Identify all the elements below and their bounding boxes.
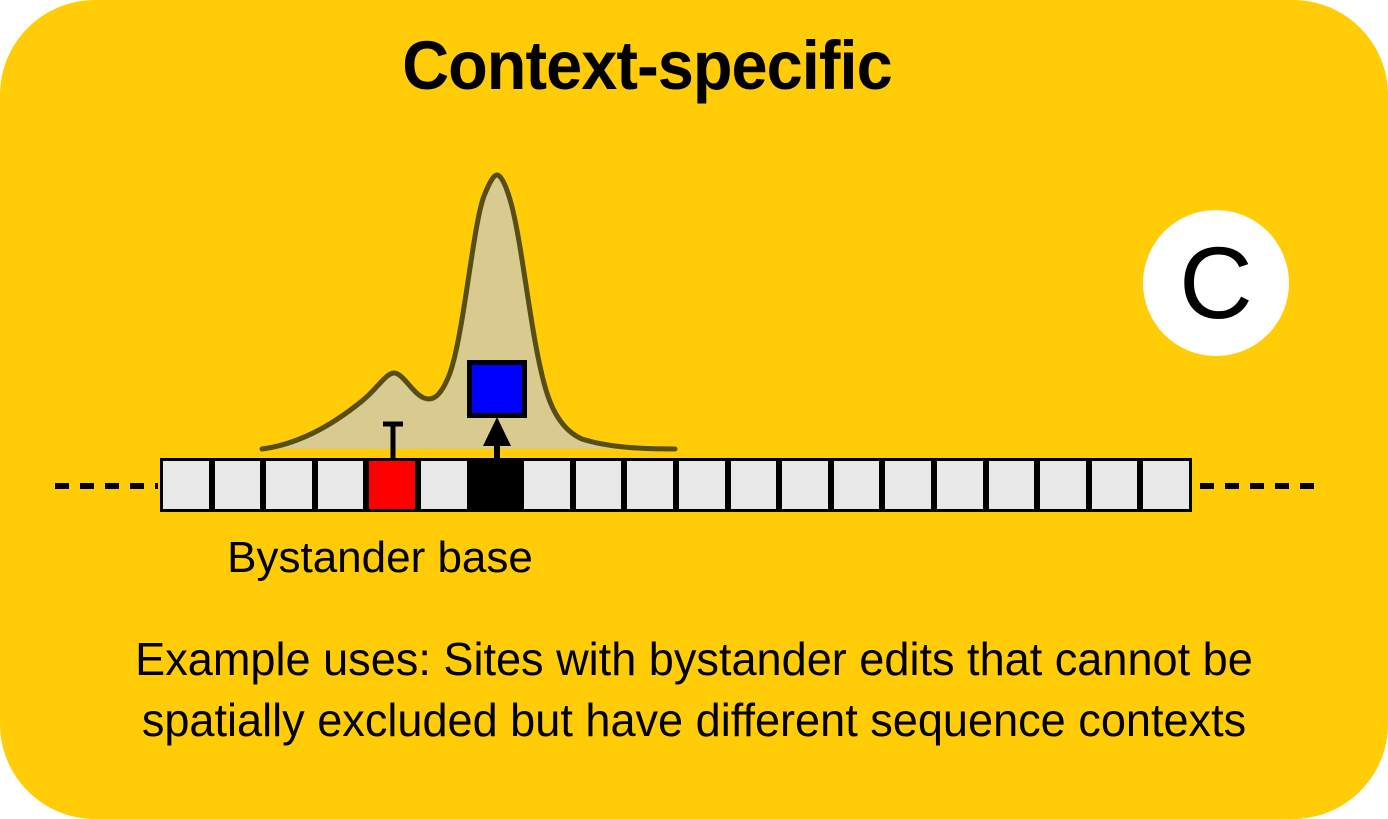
up-arrow-icon [483, 417, 511, 459]
sequence-cell [624, 458, 676, 512]
example-uses-caption: Example uses: Sites with bystander edits… [14, 629, 1374, 751]
sequence-cell [314, 458, 367, 512]
sequence-cell [1037, 458, 1089, 512]
sequence-cell [160, 458, 212, 512]
sequence-cell [211, 458, 264, 512]
inhibitor-tbar-icon [383, 421, 403, 459]
sequence-cell [830, 458, 883, 512]
caption-line-2: spatially excluded but have different se… [141, 694, 1247, 746]
sequence-cell [882, 458, 934, 512]
panel-letter: C [1179, 226, 1253, 340]
sequence-cell [1088, 458, 1141, 512]
sequence-cell [263, 458, 315, 512]
sequence-row [160, 458, 1192, 512]
sequence-cell [779, 458, 831, 512]
editing-activity-curve [259, 172, 678, 452]
panel-letter-badge: C [1143, 210, 1289, 356]
sequence-cell [572, 458, 625, 512]
edited-base-square [467, 360, 527, 418]
caption-line-1: Example uses: Sites with bystander edits… [135, 633, 1253, 685]
page-title: Context-specific [402, 27, 892, 104]
sequence-cell-target [469, 458, 522, 512]
sequence-cell [521, 458, 573, 512]
sequence-cell [1140, 458, 1192, 512]
bystander-base-label: Bystander base [227, 533, 533, 582]
sequence-cell [933, 458, 986, 512]
sequence-cell [417, 458, 470, 512]
sequence-cell-bystander [366, 458, 418, 512]
sequence-cell [675, 458, 728, 512]
sequence-cell [727, 458, 780, 512]
sequence-cell [985, 458, 1038, 512]
